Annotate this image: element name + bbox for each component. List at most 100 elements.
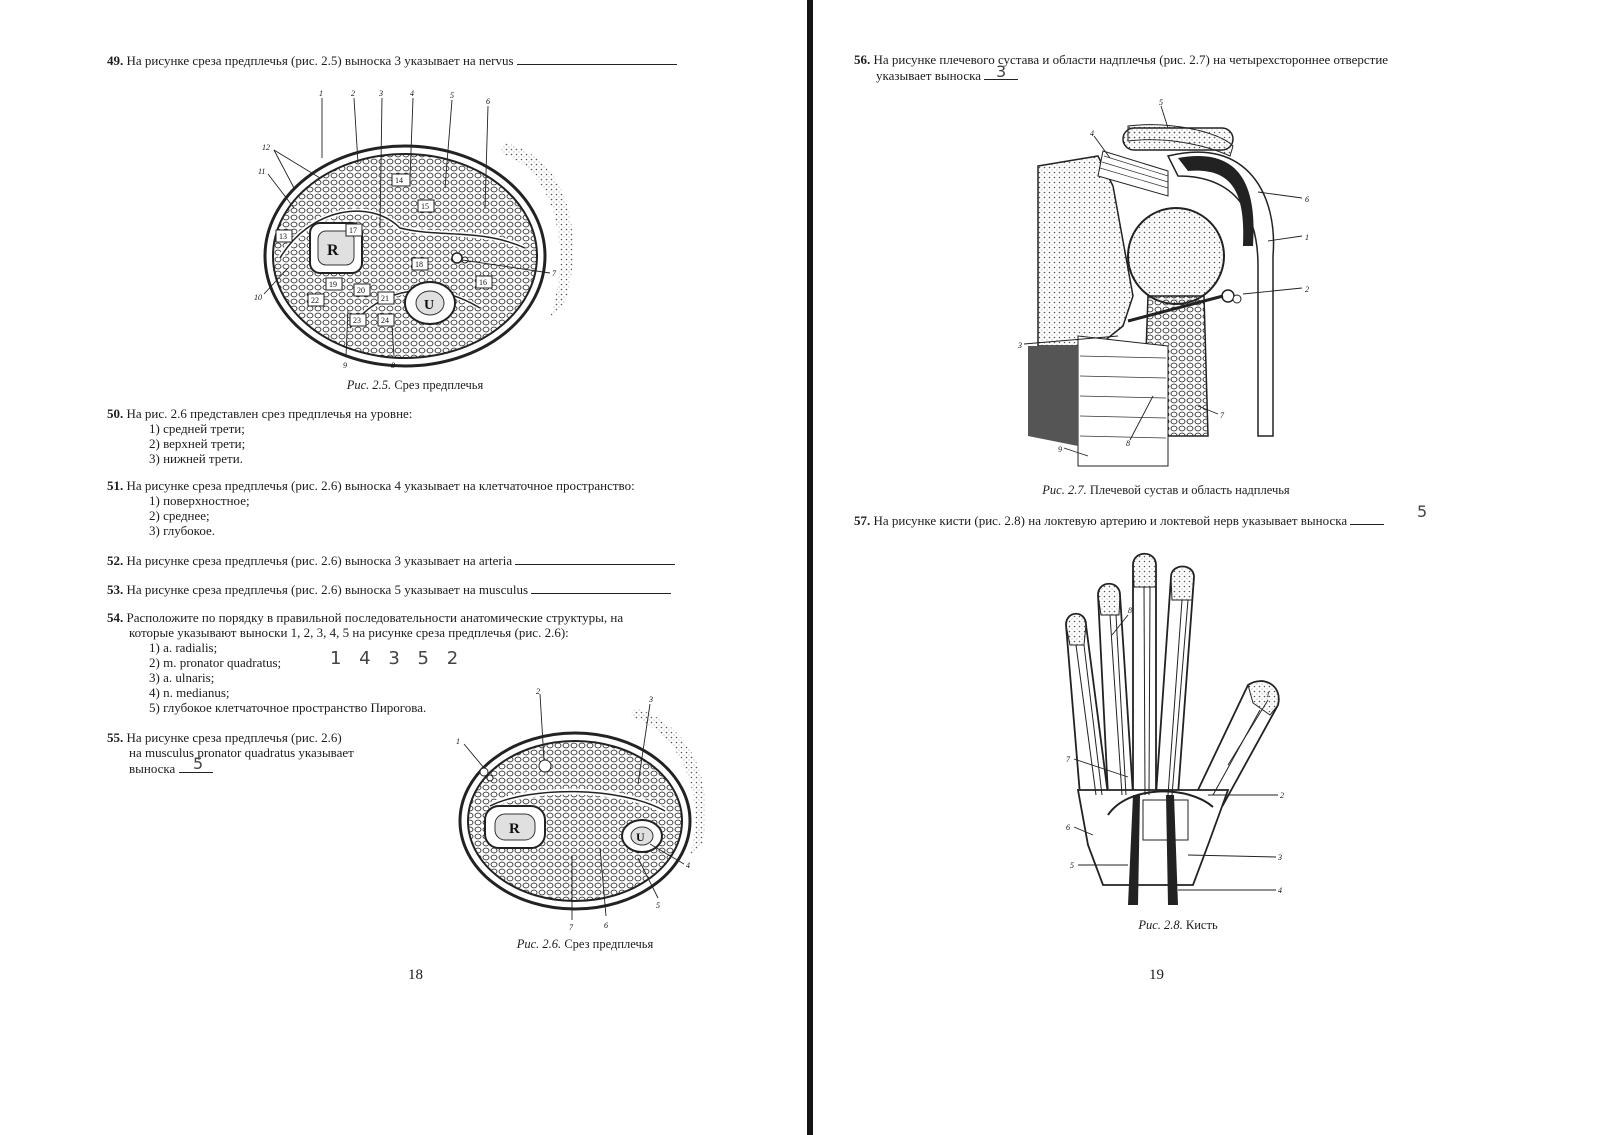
figure-2-8-caption: Рис. 2.8. Кисть [1138, 918, 1218, 932]
svg-text:18: 18 [415, 260, 423, 269]
svg-text:1: 1 [319, 89, 323, 98]
svg-text:1: 1 [1266, 690, 1270, 699]
question-56: 56. На рисунке плечевого сустава и облас… [854, 52, 1389, 83]
leader-lines [263, 97, 551, 357]
option[interactable]: 2) верхней трети; [149, 436, 246, 451]
figure-2-7-shoulder-joint: 1 2 3 4 5 6 7 8 9 [1018, 98, 1309, 467]
callout-numbers: 1 2 3 4 5 6 7 [456, 687, 690, 932]
question-51: 51. На рисунке среза предплечья (рис. 2.… [107, 478, 797, 538]
right-page: 56. На рисунке плечевого сустава и облас… [818, 0, 1600, 1135]
question-text: На рисунке среза предплечья (рис. 2.5) в… [126, 53, 514, 68]
answer-blank[interactable] [1350, 512, 1385, 525]
handwritten-answer-54[interactable]: 1 4 3 5 2 [330, 648, 465, 669]
option: 2) m. pronator quadratus; [149, 655, 282, 670]
svg-text:21: 21 [381, 294, 389, 303]
question-49: 49. На рисунке среза предплечья (рис. 2.… [107, 52, 797, 68]
handwritten-answer-57[interactable]: 5 [1417, 502, 1434, 521]
svg-text:6: 6 [1066, 823, 1070, 832]
svg-text:19: 19 [329, 280, 337, 289]
svg-text:14: 14 [395, 176, 403, 185]
svg-text:15: 15 [421, 202, 429, 211]
book-spine [807, 0, 813, 1135]
answer-blank[interactable] [178, 760, 213, 773]
answer-blank[interactable] [516, 52, 677, 65]
handwritten-answer-56[interactable]: 3 [996, 62, 1013, 81]
svg-text:2: 2 [1305, 285, 1309, 294]
figure-2-5-forearm-section: R U 13 14 15 16 17 18 19 20 21 22 23 24 [254, 89, 574, 370]
option: 4) n. medianus; [149, 685, 230, 700]
svg-text:24: 24 [381, 316, 389, 325]
svg-text:22: 22 [311, 296, 319, 305]
left-page: 49. На рисунке среза предплечья (рис. 2.… [107, 52, 797, 983]
svg-text:20: 20 [357, 286, 365, 295]
svg-text:23: 23 [353, 316, 361, 325]
option: 5) глубокое клетчаточное пространство Пи… [149, 700, 427, 715]
svg-text:7: 7 [1066, 755, 1071, 764]
answer-blank[interactable] [515, 552, 676, 565]
svg-text:7: 7 [552, 269, 557, 278]
option: 1) a. radialis; [149, 640, 218, 655]
svg-text:3: 3 [378, 89, 383, 98]
option[interactable]: 2) среднее; [149, 508, 210, 523]
handwritten-answer-55[interactable]: 5 [193, 754, 210, 773]
svg-text:4: 4 [1090, 129, 1094, 138]
option[interactable]: 1) средней трети; [149, 421, 245, 436]
callout-numbers: 1 2 3 4 5 6 7 8 9 10 11 12 [254, 89, 557, 370]
svg-text:5: 5 [450, 91, 454, 100]
question-55: 55. На рисунке среза предплечья (рис. 2.… [107, 730, 354, 776]
svg-text:6: 6 [486, 97, 490, 106]
svg-text:2: 2 [536, 687, 540, 696]
option[interactable]: 1) поверхностное; [149, 493, 250, 508]
figure-2-8-hand: 1 2 3 4 5 6 7 8 [1065, 552, 1284, 905]
page-number: 18 [408, 967, 423, 983]
figure-2-7-caption: Рис. 2.7. Плечевой сустав и область надп… [1042, 483, 1290, 497]
svg-text:9: 9 [343, 361, 347, 370]
svg-text:13: 13 [279, 232, 287, 241]
callout-numbers: 1 2 3 4 5 6 7 8 [1066, 606, 1284, 895]
svg-text:8: 8 [1126, 439, 1130, 448]
svg-text:2: 2 [351, 89, 355, 98]
leader-lines [1023, 105, 1303, 457]
svg-text:9: 9 [1058, 445, 1062, 454]
figure-2-6-caption: Рис. 2.6. Срез предплечья [516, 937, 654, 951]
svg-text:3: 3 [1277, 853, 1282, 862]
svg-text:5: 5 [656, 901, 660, 910]
radius-label: R [327, 242, 339, 259]
figure-2-5-caption: Рис. 2.5. Срез предплечья [346, 378, 484, 392]
svg-text:5: 5 [1070, 861, 1074, 870]
svg-text:6: 6 [1305, 195, 1309, 204]
question-54: 54. Расположите по порядку в правильной … [107, 610, 727, 715]
svg-text:7: 7 [569, 923, 574, 932]
callout-numbers: 1 2 3 4 5 6 7 8 9 [1018, 98, 1309, 454]
svg-text:8: 8 [1128, 606, 1132, 615]
svg-text:4: 4 [410, 89, 414, 98]
svg-text:17: 17 [349, 226, 357, 235]
svg-text:1: 1 [1305, 233, 1309, 242]
ulna-label: U [636, 830, 645, 844]
ulna-label: U [424, 298, 434, 313]
svg-text:8: 8 [391, 361, 395, 370]
svg-text:4: 4 [1278, 886, 1282, 895]
svg-text:7: 7 [1220, 411, 1225, 420]
svg-text:4: 4 [686, 861, 690, 870]
leader-lines [463, 693, 685, 920]
svg-text:5: 5 [1159, 98, 1163, 107]
svg-text:12: 12 [262, 143, 270, 152]
svg-text:10: 10 [254, 293, 262, 302]
svg-text:11: 11 [258, 167, 265, 176]
answer-blank[interactable] [984, 67, 1019, 80]
svg-text:3: 3 [648, 695, 653, 704]
leader-lines [1073, 614, 1278, 891]
option[interactable]: 3) нижней трети. [149, 451, 243, 466]
figure-2-6-forearm-section: R U 1 2 3 4 5 6 7 [456, 687, 706, 932]
option[interactable]: 3) глубокое. [149, 523, 216, 538]
question-53: 53. На рисунке среза предплечья (рис. 2.… [107, 581, 797, 597]
radius-label: R [509, 821, 520, 837]
svg-text:16: 16 [479, 278, 487, 287]
question-52: 52. На рисунке среза предплечья (рис. 2.… [107, 552, 797, 568]
svg-text:6: 6 [604, 921, 608, 930]
answer-blank[interactable] [531, 581, 672, 594]
inner-number-boxes: 13 14 15 16 17 18 19 20 21 22 23 24 [275, 173, 493, 327]
page-number: 19 [1149, 967, 1164, 983]
svg-text:1: 1 [456, 737, 460, 746]
